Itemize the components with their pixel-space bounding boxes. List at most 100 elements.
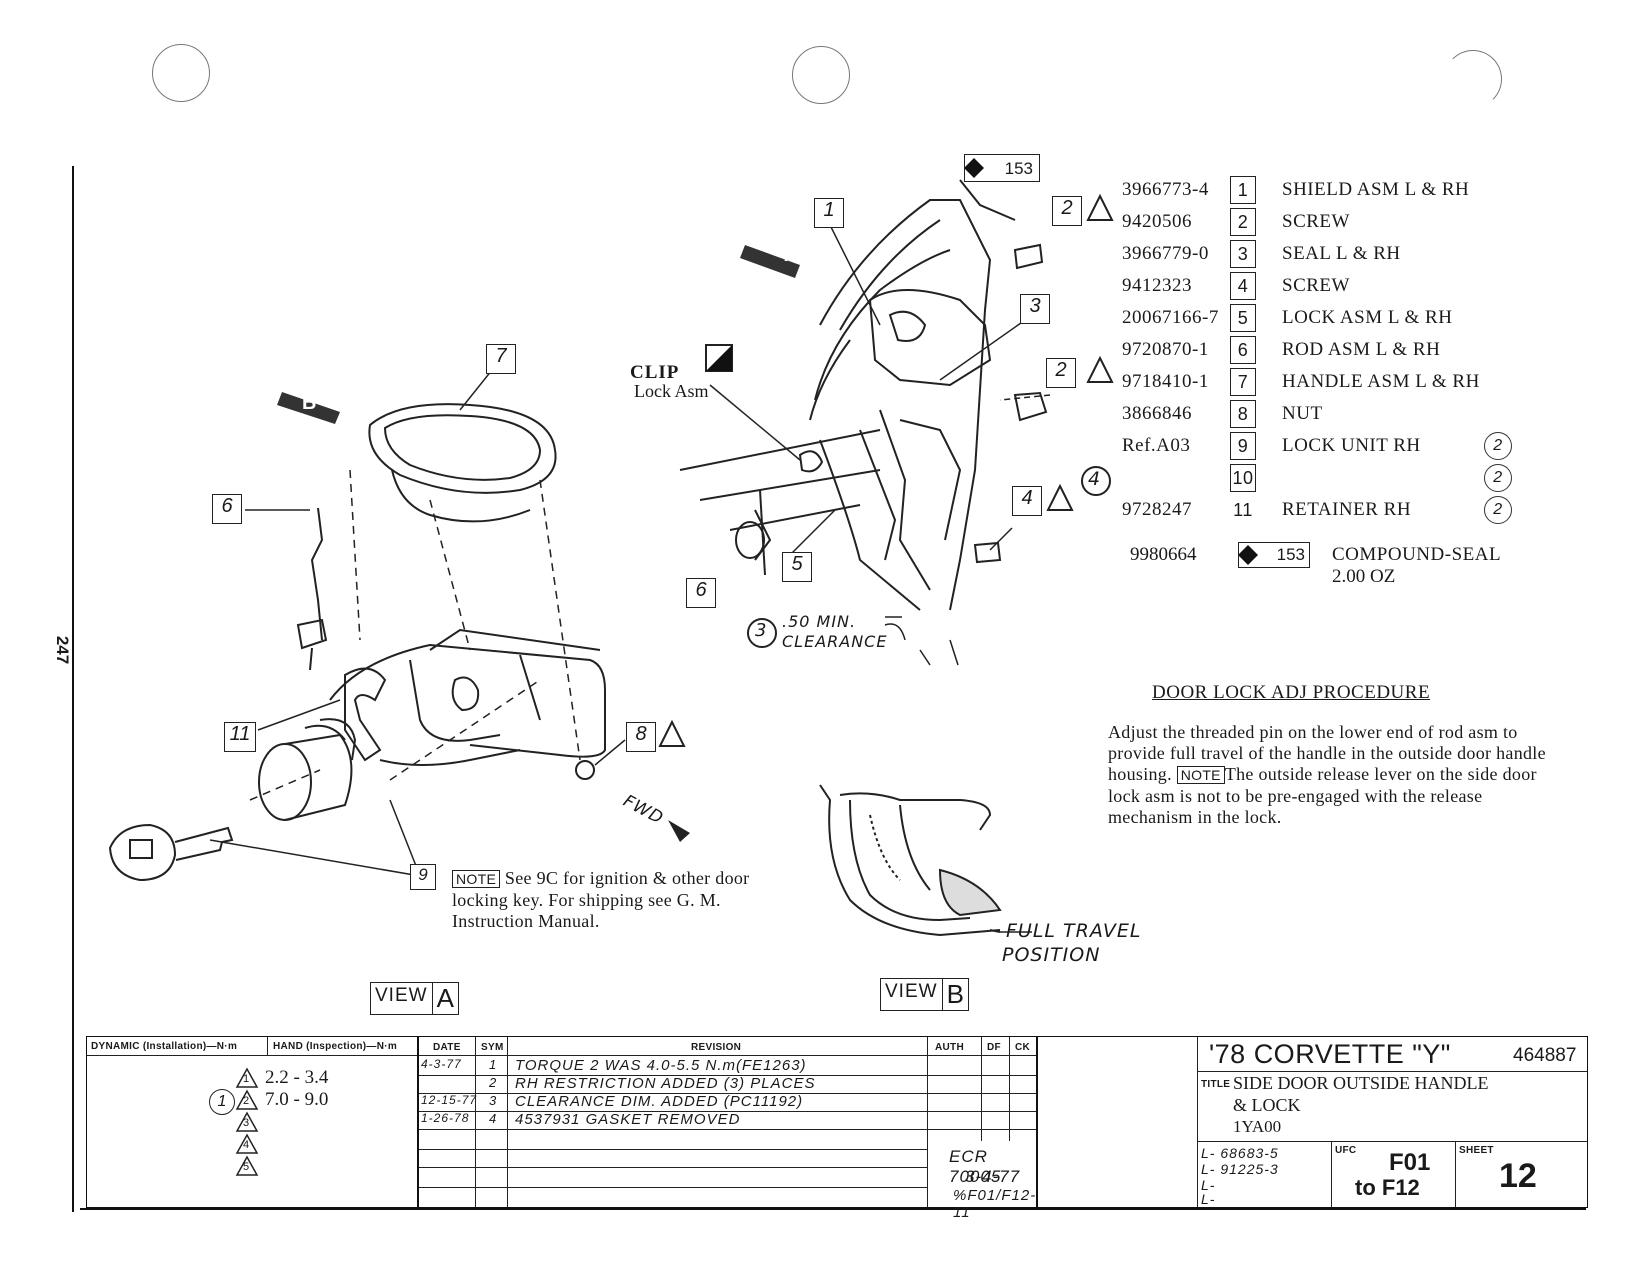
rev-text: RH RESTRICTION ADDED (3) PLACES	[515, 1075, 816, 1092]
callout-3: 3	[1020, 294, 1050, 324]
rev-header-df: DF	[987, 1042, 1001, 1053]
rev-sym: 2	[489, 1075, 498, 1090]
callout-6: 6	[212, 494, 242, 524]
rod-right-drawing	[735, 489, 772, 576]
frame-left-line	[72, 166, 74, 1212]
rev-date: 12-15-77	[421, 1093, 478, 1107]
drawing-code: 1YA00	[1233, 1117, 1282, 1136]
part-number: Ref.A03	[1122, 435, 1191, 456]
lot-3: L-	[1201, 1177, 1216, 1193]
rev-header-ck: CK	[1015, 1042, 1031, 1053]
torque-value: 7.0 - 9.0	[265, 1089, 329, 1110]
nut-drawing	[575, 760, 595, 780]
torque-triangle-label: 2	[243, 1095, 250, 1107]
procedure-note: The outside release lever on the side do…	[1108, 764, 1537, 827]
torque-table: DYNAMIC (Installation)—N·m HAND (Inspect…	[86, 1036, 418, 1208]
drawing-title-2: & LOCK	[1233, 1095, 1301, 1115]
procedure-body: Adjust the threaded pin on the lower end…	[1108, 722, 1546, 784]
rev-date: 4-3-77	[421, 1057, 462, 1071]
view-b-label: VIEW B	[880, 978, 969, 1011]
full-travel-label-2: POSITION	[1002, 944, 1101, 966]
part-note-circle: 2	[1484, 496, 1512, 524]
torque-triangle-label: 4	[243, 1139, 250, 1151]
torque-triangle-label: 5	[243, 1161, 250, 1173]
part-description: SEAL L & RH	[1282, 243, 1401, 264]
callout-6-right: 6	[686, 578, 716, 608]
part-ref-box: 6	[1230, 336, 1256, 364]
compound-qty: 2.00 OZ	[1332, 566, 1396, 587]
arrow-b-label: B	[302, 392, 317, 414]
compound-ref-153: 153	[964, 154, 1040, 182]
rod-drawing	[296, 507, 328, 671]
part-number: 20067166-7	[1122, 307, 1219, 328]
model-title: '78 CORVETTE "Y"	[1209, 1039, 1451, 1069]
part-ref-box: 2	[1230, 208, 1256, 236]
lock-cylinder-drawing	[258, 718, 357, 821]
part-description: ROD ASM L & RH	[1282, 339, 1441, 360]
handle-drawing	[368, 403, 557, 523]
sheet-label: SHEET	[1459, 1145, 1494, 1156]
part-number: 9412323	[1122, 275, 1192, 296]
torque-triangle-label: 1	[243, 1073, 250, 1085]
compound-ref-153-text: 153	[1004, 159, 1033, 178]
torque-triangle-label: 3	[243, 1117, 250, 1129]
part-description: HANDLE ASM L & RH	[1282, 371, 1480, 392]
callout-4: 4	[1012, 486, 1042, 516]
clip-label: CLIP	[630, 362, 680, 383]
part-ref-box: 8	[1230, 400, 1256, 428]
key-note: NOTE See 9C for ignition & other door lo…	[452, 868, 772, 932]
rev-header-date: DATE	[433, 1042, 461, 1053]
ecr-ref: %F01/F12-11	[953, 1187, 1037, 1221]
part-number: 9718410-1	[1122, 371, 1209, 392]
callout-9: 9	[410, 864, 436, 890]
part-ref-box: 10	[1230, 464, 1256, 492]
part-number: 3966773-4	[1122, 179, 1209, 200]
clip-drawing	[798, 450, 824, 473]
lot-1: L- 68683-5	[1201, 1145, 1279, 1161]
part-number: 3866846	[1122, 403, 1192, 424]
torque-circle-note: 1	[209, 1089, 235, 1115]
drawing-title: SIDE DOOR OUTSIDE HANDLE	[1233, 1073, 1489, 1093]
rev-date: 1-26-78	[421, 1111, 470, 1125]
title-label: TITLE	[1201, 1079, 1231, 1090]
retainer-drawing	[344, 667, 387, 762]
part-number: 9420506	[1122, 211, 1192, 232]
rev-sym: 4	[489, 1111, 498, 1126]
door-inner-drawing	[679, 179, 1016, 611]
view-a-label: VIEW A	[370, 982, 459, 1015]
part-description: SCREW	[1282, 275, 1350, 296]
part-number: 3966779-0	[1122, 243, 1209, 264]
part-ref-box: 5	[1230, 304, 1256, 332]
callout-7: 7	[486, 344, 516, 374]
part-ref-box: 1	[1230, 176, 1256, 204]
procedure-note-tag: NOTE	[1176, 766, 1225, 784]
view-b-letter: B	[941, 979, 968, 1010]
note-4-label: 4	[1088, 468, 1102, 490]
callout-8: 8	[626, 722, 656, 752]
part-description: SCREW	[1282, 211, 1350, 232]
rev-sym: 1	[489, 1057, 498, 1072]
torque-value: 2.2 - 3.4	[265, 1067, 329, 1088]
part-note-circle: 2	[1484, 432, 1512, 460]
rev-text: 4537931 GASKET REMOVED	[515, 1111, 741, 1128]
part-description: NUT	[1282, 403, 1323, 424]
screw-right-drawing	[973, 243, 1048, 564]
part-ref-box: 11	[1233, 500, 1253, 520]
part-row: 3866846 8 NUT	[1122, 400, 1622, 428]
rev-text: TORQUE 2 WAS 4.0-5.5 N.m(FE1263)	[515, 1057, 807, 1074]
procedure-title: DOOR LOCK ADJ PROCEDURE	[1152, 682, 1431, 703]
callout-11: 11	[224, 722, 256, 752]
view-a-word: VIEW	[375, 985, 428, 1006]
callout-5: 5	[782, 552, 812, 582]
punch-hole-center	[792, 46, 850, 104]
section-view-b	[819, 784, 1002, 937]
rev-text: CLEARANCE DIM. ADDED (PC11192)	[515, 1093, 804, 1110]
